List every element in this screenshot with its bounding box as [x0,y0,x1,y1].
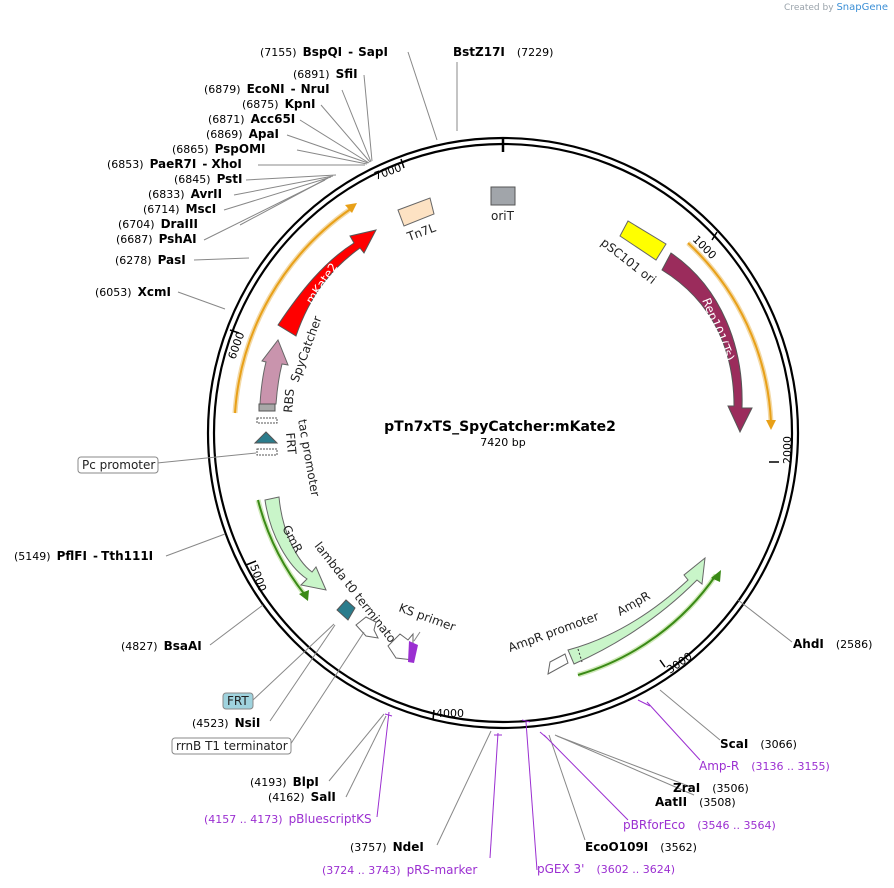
psc101-ori-feature[interactable] [619,220,667,261]
site-zrai[interactable]: ZraI(3506) [673,781,749,795]
frt-box-leader [252,623,335,701]
ks-primer-label: KS primer [397,601,457,634]
site-nsii[interactable]: (4523)NsiI [192,716,260,730]
primer-pgex3[interactable]: pGEX 3'(3602 .. 3624) [537,862,675,876]
orf-arc-mkate2 [234,207,353,414]
site-paer7i-xhoi[interactable]: (6853)PaeR7I-XhoI [107,157,242,171]
tick-mark-5000 [245,560,257,566]
plasmid-name: pTn7xTS_SpyCatcher:mKate2 [384,419,616,435]
rrnb-t1-feature[interactable] [355,616,379,639]
site-blpi[interactable]: (4193)BlpI [250,775,319,789]
site-pshai[interactable]: (6687)PshAI [116,232,197,246]
site-kpni[interactable]: (6875)KpnI [242,97,315,111]
site-aatii[interactable]: AatII(3508) [655,795,736,809]
orf-arc-ampr-arrow [711,570,721,582]
site-xcmi[interactable]: (6053)XcmI [95,285,171,299]
ks-primer-site-feature[interactable] [387,632,414,661]
pc-promoter-leader [156,452,257,464]
tac-promoter-feature[interactable] [256,417,278,424]
site-apai[interactable]: (6869)ApaI [206,127,279,141]
site-ecoo109i[interactable]: EcoO109I(3562) [585,840,697,854]
rbs-feature[interactable] [258,403,276,412]
pc-promoter-feature[interactable] [256,448,278,456]
pc-promoter-label: Pc promoter [82,458,155,472]
tick-4000: 4000 [436,707,464,720]
plasmid-length: 7420 bp [480,436,525,449]
site-pspomi[interactable]: (6865)PspOMI [172,142,266,156]
primer-amp-r[interactable]: Amp-R(3136 .. 3155) [699,759,830,773]
orf-arc-rep101-arrow [766,420,776,430]
gmr-feature[interactable] [264,496,327,591]
site-pasi[interactable]: (6278)PasI [115,253,186,267]
primer-leaders [376,699,701,871]
primer-pbrforeco[interactable]: pBRforEco(3546 .. 3564) [623,818,776,832]
orit-feature[interactable] [490,186,516,206]
site-econi-nrui[interactable]: (6879)EcoNI-NruI [204,82,330,96]
tick-mark-6000 [229,329,240,334]
snapgene-logo: SnapGene [836,2,888,13]
rbs-label: RBS [281,388,297,413]
snapgene-credit: Created by SnapGene [784,2,888,13]
orf-arc-ampr-halo [577,573,719,678]
site-leaders [165,51,793,846]
rrnb-box [171,737,292,755]
orf-arc-gmr [257,499,306,596]
site-draiii[interactable]: (6704)DraIII [118,217,198,231]
tick-mark-4000 [432,709,435,721]
tick-mark-7000 [400,158,405,169]
ks-primer-leader [413,631,421,642]
site-bspqi-sapi[interactable]: (7155)BspQI-SapI [260,45,388,59]
orit-label: oriT [491,209,515,223]
tac-promoter-label: tac promoter [295,418,322,497]
tick-mark-1000 [711,231,718,241]
orf-arc-ampr [577,574,717,676]
pc-promoter-box [77,456,159,474]
rrnb-box-leader [289,631,365,746]
site-scai[interactable]: ScaI(3066) [720,737,797,751]
frt-box-label: FRT [227,694,249,708]
mkate2-feature[interactable] [277,229,377,337]
site-pflfi-tth111i[interactable]: (5149)PflFI-Tth111I [14,549,153,563]
ampr-feature[interactable] [567,556,706,665]
rep101-feature[interactable] [661,252,753,434]
tick-mark-3000 [659,659,666,668]
site-psti[interactable]: (6845)PstI [174,172,243,186]
orf-arc-mkate2-arrow [345,203,357,213]
site-sfii[interactable]: (6891)SfiI [293,67,358,81]
ks-primer-arrow[interactable] [408,641,418,663]
tick-5000: 5000 [247,563,269,594]
primer-pbluescriptks[interactable]: (4157 .. 4173)pBluescriptKS [204,812,372,826]
frt-feature-bottom[interactable] [336,599,356,621]
site-bstz17i[interactable]: BstZ17I(7229) [453,45,553,59]
site-bsaai[interactable]: (4827)BsaAI [121,639,202,653]
tn7l-feature[interactable] [397,197,435,227]
orf-arc-rep101 [687,242,772,423]
site-ahdi[interactable]: AhdI(2586) [793,637,872,651]
orf-arc-gmr-arrow [299,590,309,601]
site-avrii[interactable]: (6833)AvrII [148,187,222,201]
spycatcher-feature[interactable] [259,338,289,405]
primer-prs-marker[interactable]: (3724 .. 3743)pRS-marker [322,863,477,877]
frt-feature-top[interactable] [253,431,279,444]
ampr-promoter-feature[interactable] [547,653,569,675]
site-msci[interactable]: (6714)MscI [143,202,216,216]
frt-box [222,692,254,710]
tick-2000: 2000 [781,436,794,464]
frt-label-top: FRT [283,432,299,456]
site-sali[interactable]: (4162)SalI [268,790,336,804]
site-acc65i[interactable]: (6871)Acc65I [208,112,295,126]
rrnb-box-label: rrnB T1 terminator [176,739,288,753]
tick-7000: 7000 [373,161,404,183]
site-ndei[interactable]: (3757)NdeI [350,840,424,854]
credit-prefix: Created by [784,3,834,13]
